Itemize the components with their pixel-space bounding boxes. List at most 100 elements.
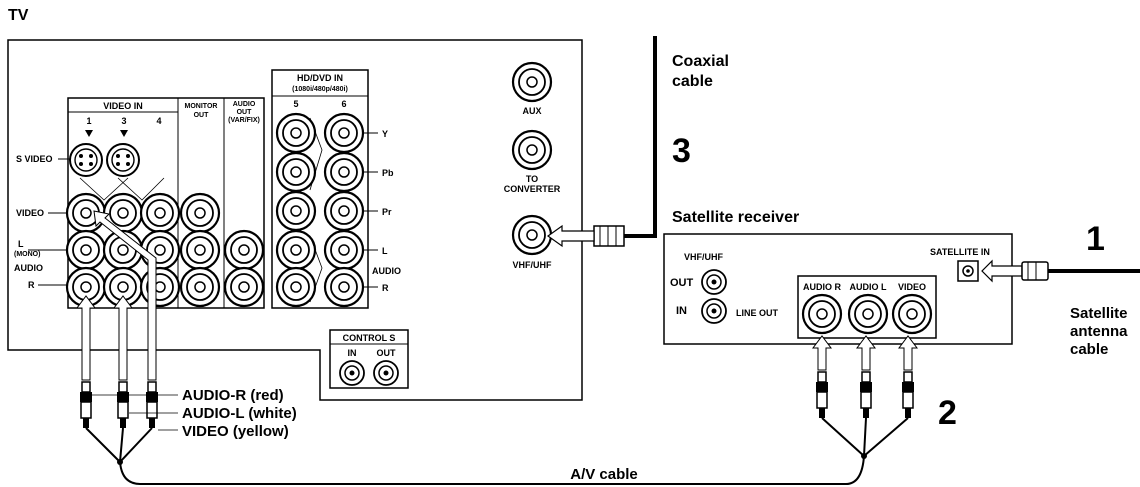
step-2: 2 <box>938 394 957 432</box>
antenna-label-2: antenna <box>1070 323 1128 340</box>
satellite-title: Satellite receiver <box>672 209 799 226</box>
plug-label-audio-l: AUDIO-L (white) <box>182 405 297 422</box>
sat-vhf-in-jack <box>701 298 727 324</box>
tv-label: TV <box>8 7 29 24</box>
sat-video-jack <box>891 293 933 335</box>
control-s-in-jack <box>339 360 365 386</box>
hd-audio-label: AUDIO <box>372 266 401 276</box>
sat-audio-r-jack <box>801 293 843 335</box>
s-video-jack-3 <box>106 143 140 177</box>
coaxial-connector <box>593 225 625 247</box>
l-row-label: L <box>18 239 24 249</box>
video-in-title: VIDEO IN <box>103 101 143 111</box>
to-converter-label-2: CONVERTER <box>504 184 561 194</box>
sat-out-label: OUT <box>670 277 694 289</box>
sat-plug-video <box>901 371 915 419</box>
plug-label-audio-r: AUDIO-R (red) <box>182 387 284 404</box>
monitor-out-label-2: OUT <box>194 112 210 119</box>
hd-dvd-box <box>271 69 369 309</box>
hd-audio-r-jack-6 <box>323 266 365 308</box>
audio-l-jack-1 <box>65 229 107 271</box>
tv-plug-video <box>145 381 159 429</box>
audio-l-jack-4 <box>139 229 181 271</box>
control-s-title: CONTROL S <box>343 333 396 343</box>
audio-out-label-3: (VAR/FIX) <box>228 117 260 124</box>
hd-audio-l-jack-6 <box>323 229 365 271</box>
tv-vhf-uhf-jack <box>511 214 553 256</box>
hd-row-pr: Pr <box>382 207 392 217</box>
audio-out-r-jack <box>223 266 265 308</box>
coaxial-label-1: Coaxial <box>672 53 729 70</box>
av-cable <box>85 417 909 485</box>
video-row-label: VIDEO <box>16 208 44 218</box>
hd-row-y: Y <box>382 129 388 139</box>
aux-label: AUX <box>522 106 541 116</box>
hd-pr-jack-5 <box>275 190 317 232</box>
hd-row-r: R <box>382 283 389 293</box>
video-in-col-1: 1 <box>86 116 91 126</box>
line-out-label: LINE OUT <box>736 308 779 318</box>
video-in-col-3: 3 <box>121 116 126 126</box>
sat-vhf-out-jack <box>701 269 727 295</box>
audio-r-jack-4 <box>139 266 181 308</box>
hd-audio-l-jack-5 <box>275 229 317 271</box>
hd-row-pb: Pb <box>382 168 394 178</box>
hd-dvd-col-6: 6 <box>341 99 346 109</box>
hd-dvd-sub: (1080i/480p/480i) <box>292 86 348 93</box>
hd-dvd-col-5: 5 <box>293 99 298 109</box>
step-3: 3 <box>672 132 691 170</box>
to-converter-jack <box>511 129 553 171</box>
sat-arrows <box>812 335 918 371</box>
audio-out-l-jack <box>223 229 265 271</box>
aux-jack <box>511 61 553 103</box>
antenna-connector <box>1021 261 1049 281</box>
hd-audio-r-jack-5 <box>275 266 317 308</box>
tv-plug-audio-r <box>79 381 93 429</box>
hd-row-l: L <box>382 246 388 256</box>
control-s-in: IN <box>348 348 357 358</box>
audio-out-label-2: OUT <box>237 109 253 116</box>
tv-plug-audio-l <box>116 381 130 429</box>
to-converter-label-1: TO <box>526 174 538 184</box>
antenna-label-1: Satellite <box>1070 305 1128 322</box>
video-jack-4 <box>139 192 181 234</box>
hd-pb-jack-6 <box>323 151 365 193</box>
tv-arrows <box>76 210 157 381</box>
antenna-label-3: cable <box>1070 341 1108 358</box>
monitor-audio-r-jack <box>179 266 221 308</box>
r-row-label: R <box>28 280 35 290</box>
s-video-label: S VIDEO <box>16 154 53 164</box>
monitor-audio-l-jack <box>179 229 221 271</box>
jack-label-video: VIDEO <box>898 282 926 292</box>
monitor-video-jack <box>179 192 221 234</box>
sat-plug-audio-r <box>815 371 829 419</box>
coaxial-arrow <box>546 224 595 248</box>
coaxial-label-2: cable <box>672 73 713 90</box>
hd-y-jack-5 <box>275 112 317 154</box>
control-s-out: OUT <box>377 348 397 358</box>
video-in-col-4: 4 <box>156 116 161 126</box>
satellite-in-label: SATELLITE IN <box>930 247 990 257</box>
sat-vhf-uhf-label: VHF/UHF <box>684 252 723 262</box>
av-cable-label: A/V cable <box>570 466 638 483</box>
sat-in-label: IN <box>676 305 687 317</box>
monitor-out-label-1: MONITOR <box>185 103 218 110</box>
s-video-jack-1 <box>69 143 103 177</box>
sat-plug-audio-l <box>859 371 873 419</box>
mono-label: (MONO) <box>14 251 40 258</box>
control-s-box <box>329 329 409 389</box>
hd-dvd-title: HD/DVD IN <box>297 73 343 83</box>
audio-out-label-1: AUDIO <box>233 101 256 108</box>
plug-label-video: VIDEO (yellow) <box>182 423 289 440</box>
sat-audio-l-jack <box>847 293 889 335</box>
hd-pr-jack-6 <box>323 190 365 232</box>
coaxial-cable <box>624 36 657 238</box>
jack-label-audio-l: AUDIO L <box>850 282 888 292</box>
audio-row-label: AUDIO <box>14 263 43 273</box>
jack-label-audio-r: AUDIO R <box>803 282 842 292</box>
control-s-out-jack <box>373 360 399 386</box>
video-in-box <box>67 97 265 309</box>
tv-vhf-uhf-label: VHF/UHF <box>513 260 552 270</box>
hd-y-jack-6 <box>323 112 365 154</box>
